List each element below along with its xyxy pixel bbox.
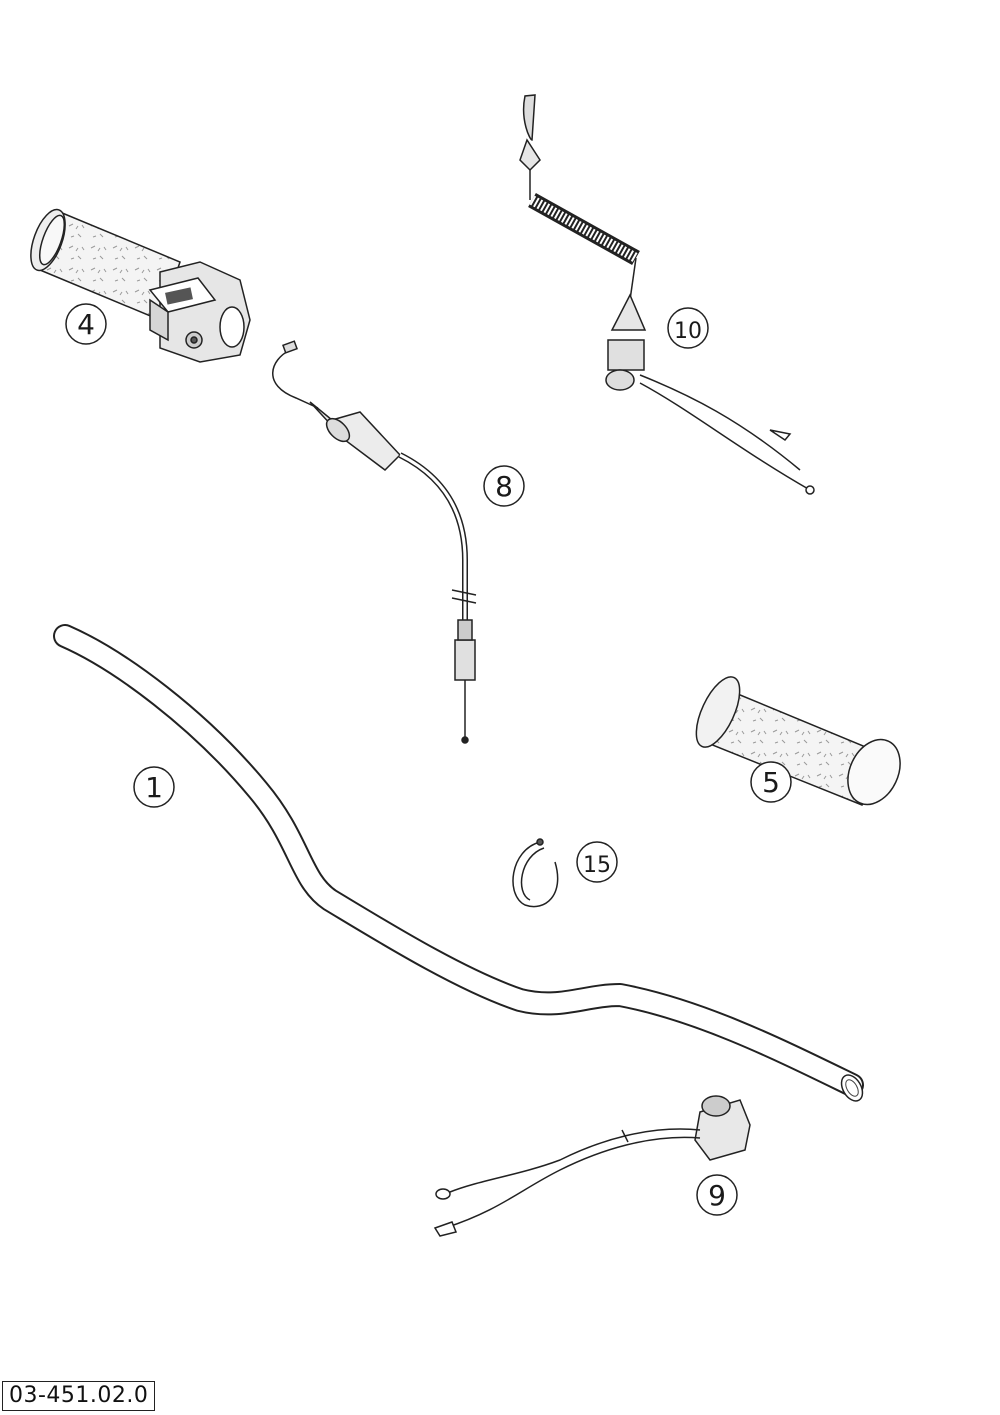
callout-1: 1 <box>133 766 175 808</box>
kill-switch-part <box>433 1095 751 1237</box>
svg-text:8: 8 <box>495 470 513 503</box>
callout-5: 5 <box>750 761 792 803</box>
left-grip-part <box>695 676 901 806</box>
callout-9: 9 <box>696 1174 738 1216</box>
callout-8: 8 <box>483 465 525 507</box>
svg-text:4: 4 <box>77 308 95 341</box>
svg-text:10: 10 <box>674 319 702 344</box>
throttle-grip-part <box>30 208 251 363</box>
diagram-code-label: 03-451.02.0 <box>2 1381 156 1411</box>
handlebar-part <box>53 624 864 1102</box>
svg-text:9: 9 <box>708 1179 726 1212</box>
svg-text:1: 1 <box>145 771 163 804</box>
cable-tie-part <box>512 838 559 908</box>
callout-10: 10 <box>667 307 709 349</box>
callout-15: 15 <box>576 841 618 883</box>
svg-text:5: 5 <box>762 766 780 799</box>
svg-text:15: 15 <box>583 853 611 878</box>
throttle-cable-part <box>272 340 477 744</box>
callout-4: 4 <box>65 303 107 345</box>
emergency-stop-part <box>519 94 815 495</box>
